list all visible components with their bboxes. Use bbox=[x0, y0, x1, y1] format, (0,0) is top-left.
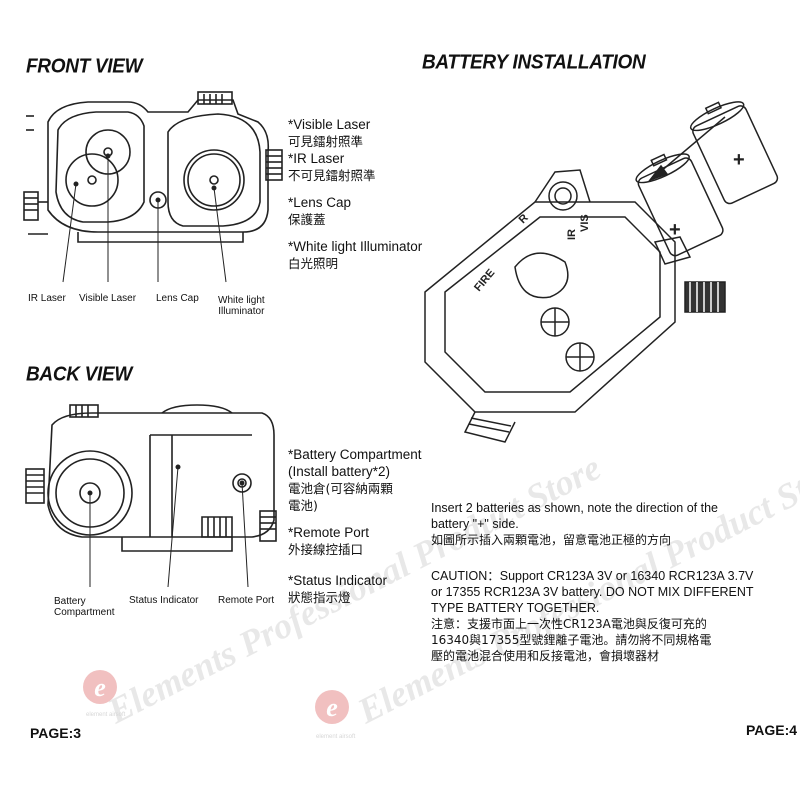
callout-remote-port: Remote Port bbox=[218, 595, 275, 606]
battery-installation-diagram: FIRE VIS IR R + + bbox=[424, 101, 779, 443]
callout-white-light: White light Illuminator bbox=[218, 295, 265, 317]
desc-visible-laser: *Visible Laser 可見鐳射照準 bbox=[288, 117, 371, 149]
callout-visible-laser: Visible Laser bbox=[79, 293, 137, 304]
front-view-descriptions: *Visible Laser 可見鐳射照準 *IR Laser 不可見鐳射照準 … bbox=[288, 116, 422, 272]
battery-installation-heading: BATTERY INSTALLATION bbox=[422, 51, 646, 74]
watermark-logo-caption-right: element airsoft bbox=[316, 734, 356, 740]
callout-white-light-line2: Illuminator bbox=[218, 306, 265, 317]
instruction-en-line1: Insert 2 batteries as shown, note the di… bbox=[431, 501, 718, 515]
device-label-fire: FIRE bbox=[472, 267, 497, 294]
caution-zh-line1: 注意：支援市面上一次性CR123A電池與反復可充的 bbox=[431, 617, 707, 631]
instruction-block: Insert 2 batteries as shown, note the di… bbox=[431, 500, 781, 548]
back-view-heading: BACK VIEW bbox=[26, 363, 133, 386]
instruction-zh: 如圖所示插入兩顆電池，留意電池正極的方向 bbox=[431, 533, 672, 547]
callout-battery-line2: Compartment bbox=[54, 607, 115, 618]
callout-battery-line1: Battery bbox=[54, 596, 86, 607]
battery-plus-top: + bbox=[733, 149, 745, 171]
back-view-diagram bbox=[25, 404, 277, 588]
desc-remote-port: *Remote Port 外接線控插口 bbox=[288, 525, 370, 557]
callout-status-indicator: Status Indicator bbox=[129, 595, 199, 606]
caution-zh-line3: 壓的電池混合使用和反接電池，會損壞器材 bbox=[431, 649, 660, 663]
front-view-diagram bbox=[23, 91, 283, 283]
svg-text:e: e bbox=[326, 693, 338, 722]
desc-battery-compartment: *Battery Compartment (Install battery*2)… bbox=[288, 447, 422, 513]
desc-lens-cap: *Lens Cap 保護蓋 bbox=[288, 195, 352, 227]
page-number-right: PAGE:4 bbox=[746, 722, 798, 738]
watermark-logo-right: e bbox=[315, 690, 349, 724]
device-label-ir: IR bbox=[566, 229, 578, 240]
watermark-logo-caption-left: element airsoft bbox=[86, 712, 126, 718]
device-label-vis: VIS bbox=[579, 214, 591, 232]
callout-battery-compartment: Battery Compartment bbox=[54, 596, 115, 618]
desc-white-light: *White light Illuminator 白光照明 bbox=[288, 239, 423, 271]
front-view-heading: FRONT VIEW bbox=[26, 55, 143, 78]
caution-block: CAUTION：Support CR123A 3V or 16340 RCR12… bbox=[431, 568, 781, 664]
back-view-descriptions: *Battery Compartment (Install battery*2)… bbox=[288, 446, 422, 606]
caution-zh-line2: 16340與17355型號鋰離子電池。請勿將不同規格電 bbox=[431, 633, 712, 647]
watermark-logo-left: e bbox=[83, 670, 117, 704]
device-label-r: R bbox=[517, 212, 531, 226]
caution-en-line2: or 17355 RCR123A 3V battery. DO NOT MIX … bbox=[431, 585, 754, 599]
callout-ir-laser: IR Laser bbox=[28, 293, 66, 304]
battery-plus-bottom: + bbox=[669, 219, 681, 241]
page-number-left: PAGE:3 bbox=[30, 725, 82, 741]
desc-status-indicator: *Status Indicator 狀態指示燈 bbox=[288, 573, 388, 605]
svg-text:e: e bbox=[94, 673, 106, 702]
callout-lens-cap: Lens Cap bbox=[156, 293, 199, 304]
instruction-en-line2: battery "+" side. bbox=[431, 517, 519, 531]
desc-ir-laser: *IR Laser 不可見鐳射照準 bbox=[288, 151, 376, 183]
callout-white-light-line1: White light bbox=[218, 295, 265, 306]
caution-en-line1: CAUTION：Support CR123A 3V or 16340 RCR12… bbox=[431, 569, 754, 583]
caution-en-line3: TYPE BATTERY TOGETHER. bbox=[431, 601, 600, 615]
